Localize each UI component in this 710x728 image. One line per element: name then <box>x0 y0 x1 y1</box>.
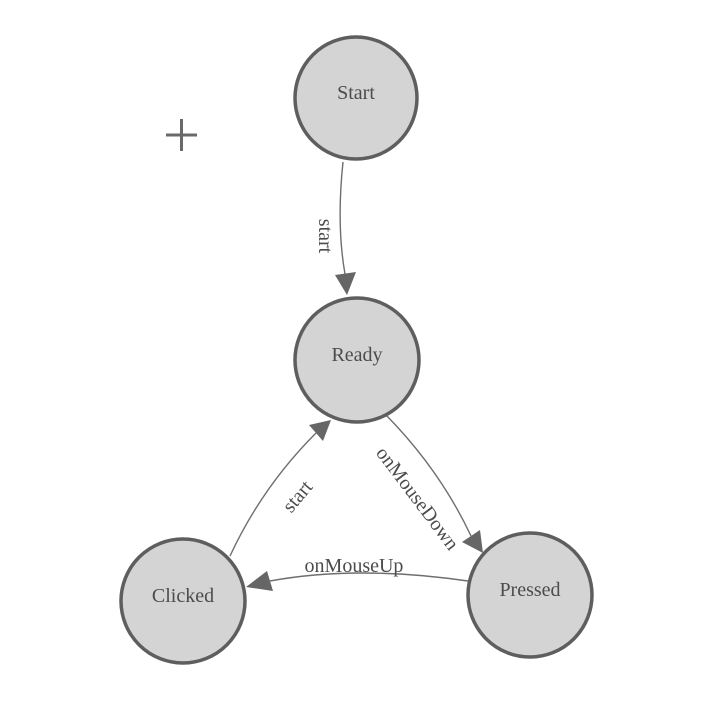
node-start-label: Start <box>337 82 375 104</box>
edge-label-onmouseup: onMouseUp <box>305 555 404 577</box>
edge-start-to-ready[interactable]: start <box>314 161 356 295</box>
edge-clicked-to-ready-arrowhead-icon <box>309 420 331 441</box>
node-ready-circle[interactable] <box>293 296 421 424</box>
edge-ready-to-pressed-arrowhead-icon <box>462 530 483 553</box>
node-start-circle[interactable] <box>293 35 419 161</box>
node-ready[interactable]: Ready <box>293 296 421 424</box>
edge-ready-to-pressed[interactable]: onMouseDown <box>371 414 483 555</box>
edge-label-start-1: start <box>314 219 336 254</box>
edge-clicked-to-ready-path[interactable] <box>229 432 317 557</box>
node-clicked-label: Clicked <box>152 585 214 607</box>
node-start[interactable]: Start <box>293 35 419 161</box>
node-clicked-circle[interactable] <box>119 537 247 665</box>
edge-pressed-to-clicked-arrowhead-icon <box>246 571 273 591</box>
edge-label-onmousedown: onMouseDown <box>371 443 463 555</box>
edge-pressed-to-clicked[interactable]: onMouseUp <box>246 555 469 591</box>
node-pressed-label: Pressed <box>499 579 560 601</box>
edge-ready-to-pressed-path[interactable] <box>385 414 472 537</box>
edge-start-to-ready-arrowhead-icon <box>335 272 356 295</box>
plus-crosshair-icon <box>166 119 197 151</box>
edge-start-to-ready-path[interactable] <box>339 161 346 275</box>
edge-label-start-2: start <box>278 476 317 517</box>
node-clicked[interactable]: Clicked <box>119 537 247 665</box>
node-pressed-circle[interactable] <box>466 531 594 659</box>
node-pressed[interactable]: Pressed <box>466 531 594 659</box>
node-ready-label: Ready <box>331 344 382 366</box>
edge-pressed-to-clicked-path[interactable] <box>269 572 469 582</box>
edge-clicked-to-ready[interactable]: start <box>229 420 331 557</box>
